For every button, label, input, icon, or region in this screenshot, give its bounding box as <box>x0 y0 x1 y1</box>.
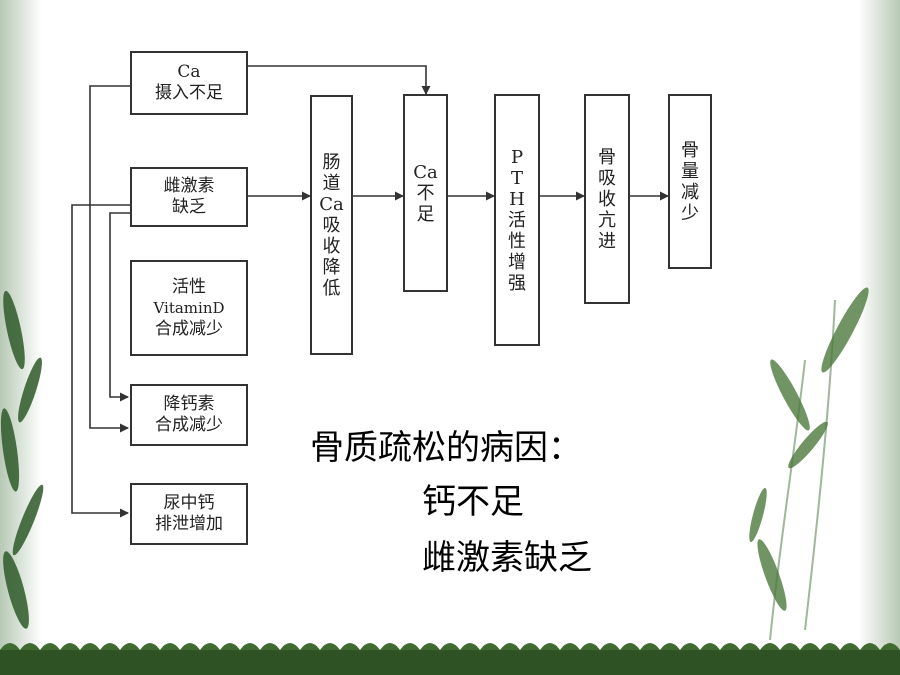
node-ca-intake: Ca 摄入不足 <box>130 51 248 115</box>
right-bamboo-leaves <box>749 287 869 611</box>
node-calcitonin: 降钙素 合成减少 <box>130 384 248 446</box>
node-bone-resorption: 骨 吸 收 亢 进 <box>584 94 630 304</box>
node-ca-low: Ca 不 足 <box>403 94 448 292</box>
node-gut-absorption: 肠 道 Ca 吸 收 降 低 <box>310 95 353 355</box>
caption-cause-calcium: 钙不足 <box>422 482 524 522</box>
bottom-grass-border <box>0 643 900 675</box>
node-bone-mass: 骨 量 减 少 <box>668 94 712 269</box>
caption-title: 骨质疏松的病因： <box>310 428 582 468</box>
node-estrogen: 雌激素 缺乏 <box>130 167 248 227</box>
caption-cause-estrogen: 雌激素缺乏 <box>422 538 592 578</box>
node-pth: P T H 活 性 增 强 <box>494 94 540 346</box>
node-vitd: 活性 VitaminD 合成减少 <box>130 260 248 356</box>
node-urine: 尿中钙 排泄增加 <box>130 483 248 545</box>
left-bamboo-leaves <box>0 290 44 629</box>
